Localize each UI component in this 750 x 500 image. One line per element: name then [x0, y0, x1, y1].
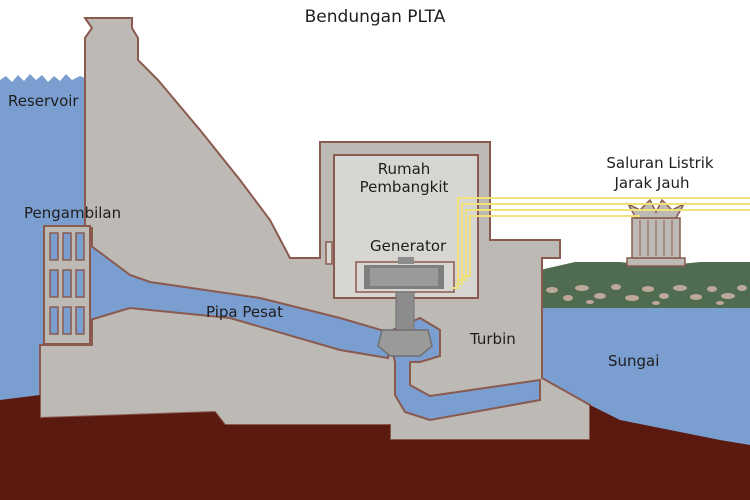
label-power-lines-line2: Jarak Jauh	[613, 174, 689, 192]
transformer-pylon	[626, 198, 686, 267]
turbine	[377, 329, 433, 357]
generator	[355, 257, 455, 293]
riverbank	[540, 262, 750, 308]
label-powerhouse-line2: Pembangkit	[360, 178, 449, 196]
label-penstock: Pipa Pesat	[206, 303, 283, 321]
power-lines	[452, 197, 750, 289]
label-powerhouse-line1: Rumah	[378, 160, 431, 178]
label-turbine: Turbin	[469, 330, 516, 348]
intake-grate	[43, 225, 91, 345]
dam-body	[39, 17, 591, 441]
bedrock	[0, 395, 750, 500]
label-generator: Generator	[370, 237, 447, 255]
diagram-title: Bendungan PLTA	[305, 7, 446, 27]
label-intake: Pengambilan	[24, 204, 121, 222]
label-reservoir: Reservoir	[8, 92, 79, 110]
powerhouse-window	[325, 241, 333, 265]
turbine-shaft	[395, 291, 415, 331]
label-river: Sungai	[608, 352, 659, 370]
label-power-lines-line1: Saluran Listrik	[606, 154, 714, 172]
riverbank-pebbles	[546, 284, 747, 305]
